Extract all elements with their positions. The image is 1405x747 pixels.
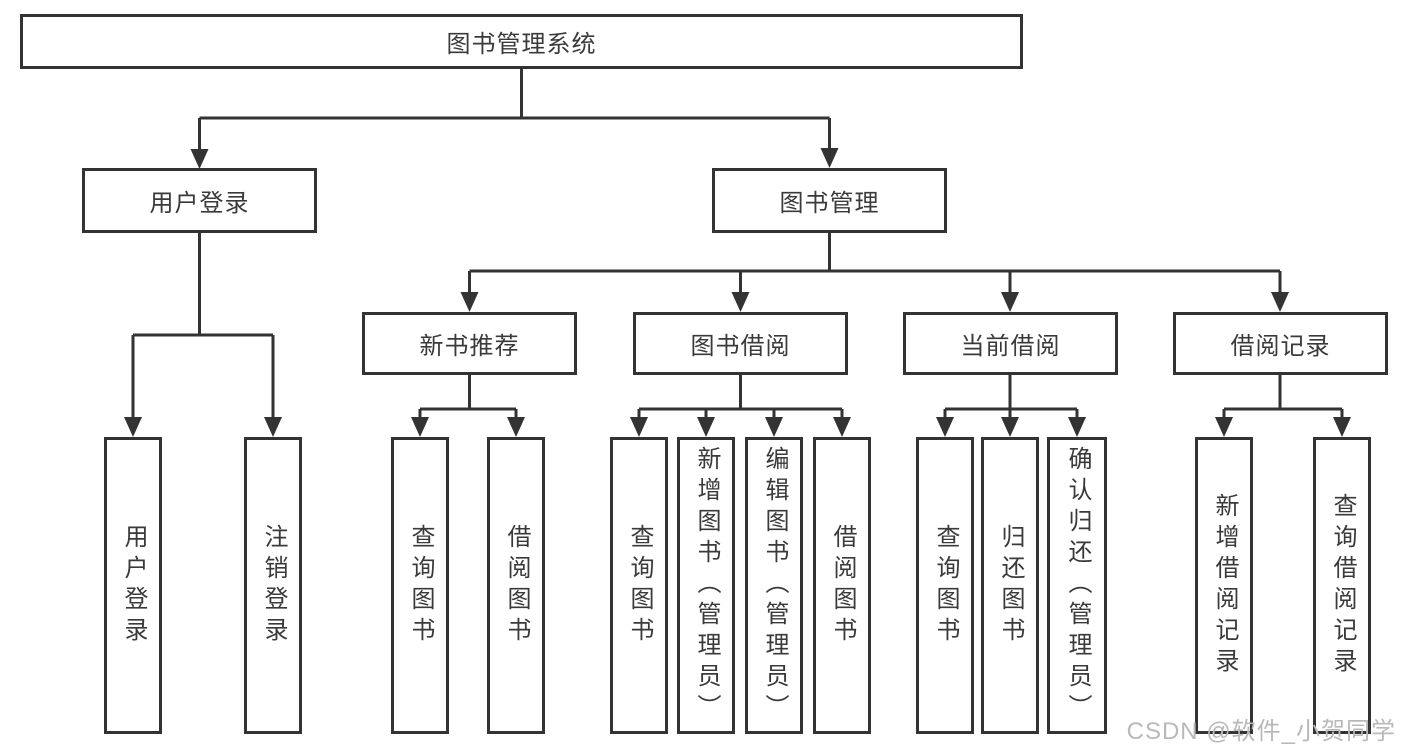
node-borrowing-records: 借阅记录 — [1173, 312, 1388, 375]
leaf-query-books-current-label: 查询图书 — [932, 523, 959, 648]
leaf-query-borrow-record: 查询借阅记录 — [1313, 437, 1371, 734]
leaf-add-borrow-record-label: 新增借阅记录 — [1211, 492, 1238, 679]
node-current-borrowing: 当前借阅 — [903, 312, 1118, 375]
node-current-borrowing-label: 当前借阅 — [960, 333, 1061, 360]
node-new-book-recommend: 新书推荐 — [362, 312, 577, 375]
leaf-query-books-borrowing: 查询图书 — [610, 437, 668, 734]
leaf-add-borrow-record: 新增借阅记录 — [1195, 437, 1253, 734]
leaf-return-books: 归还图书 — [981, 437, 1039, 734]
leaf-edit-books-admin-label: 编辑图书（管理员） — [761, 446, 788, 725]
leaf-return-books-label: 归还图书 — [997, 523, 1024, 648]
node-book-management: 图书管理 — [712, 168, 947, 233]
node-book-borrowing: 图书借阅 — [633, 312, 848, 375]
leaf-logout-label: 注销登录 — [260, 523, 287, 648]
leaf-query-books-recommend: 查询图书 — [391, 437, 449, 734]
leaf-borrow-books-recommend-label: 借阅图书 — [503, 523, 530, 648]
node-book-borrowing-label: 图书借阅 — [690, 333, 791, 360]
leaf-confirm-return-admin: 确认归还（管理员） — [1047, 437, 1107, 734]
leaf-edit-books-admin: 编辑图书（管理员） — [745, 437, 803, 734]
node-root-label: 图书管理系统 — [446, 31, 597, 58]
leaf-borrow-books-borrowing-label: 借阅图书 — [829, 523, 856, 648]
node-user-login: 用户登录 — [82, 168, 317, 233]
leaf-borrow-books-recommend: 借阅图书 — [487, 437, 545, 734]
leaf-add-books-admin-label: 新增图书（管理员） — [693, 446, 720, 725]
leaf-query-books-recommend-label: 查询图书 — [407, 523, 434, 648]
node-user-login-label: 用户登录 — [149, 190, 250, 217]
leaf-query-books-current: 查询图书 — [916, 437, 974, 734]
leaf-borrow-books-borrowing: 借阅图书 — [813, 437, 871, 734]
leaf-query-books-borrowing-label: 查询图书 — [626, 523, 653, 648]
node-borrowing-records-label: 借阅记录 — [1230, 333, 1331, 360]
leaf-query-borrow-record-label: 查询借阅记录 — [1329, 492, 1356, 679]
node-new-book-recommend-label: 新书推荐 — [419, 333, 520, 360]
watermark: CSDN @软件_小贺同学 — [1126, 718, 1396, 745]
leaf-confirm-return-admin-label: 确认归还（管理员） — [1064, 446, 1091, 725]
leaf-logout: 注销登录 — [244, 437, 302, 734]
leaf-user-login: 用户登录 — [104, 437, 162, 734]
node-book-management-label: 图书管理 — [779, 190, 880, 217]
arrowheads — [124, 148, 1351, 437]
leaf-user-login-label: 用户登录 — [120, 523, 147, 648]
leaf-add-books-admin: 新增图书（管理员） — [677, 437, 735, 734]
tree-connector-lines — [131, 69, 1344, 420]
node-root: 图书管理系统 — [20, 14, 1023, 69]
